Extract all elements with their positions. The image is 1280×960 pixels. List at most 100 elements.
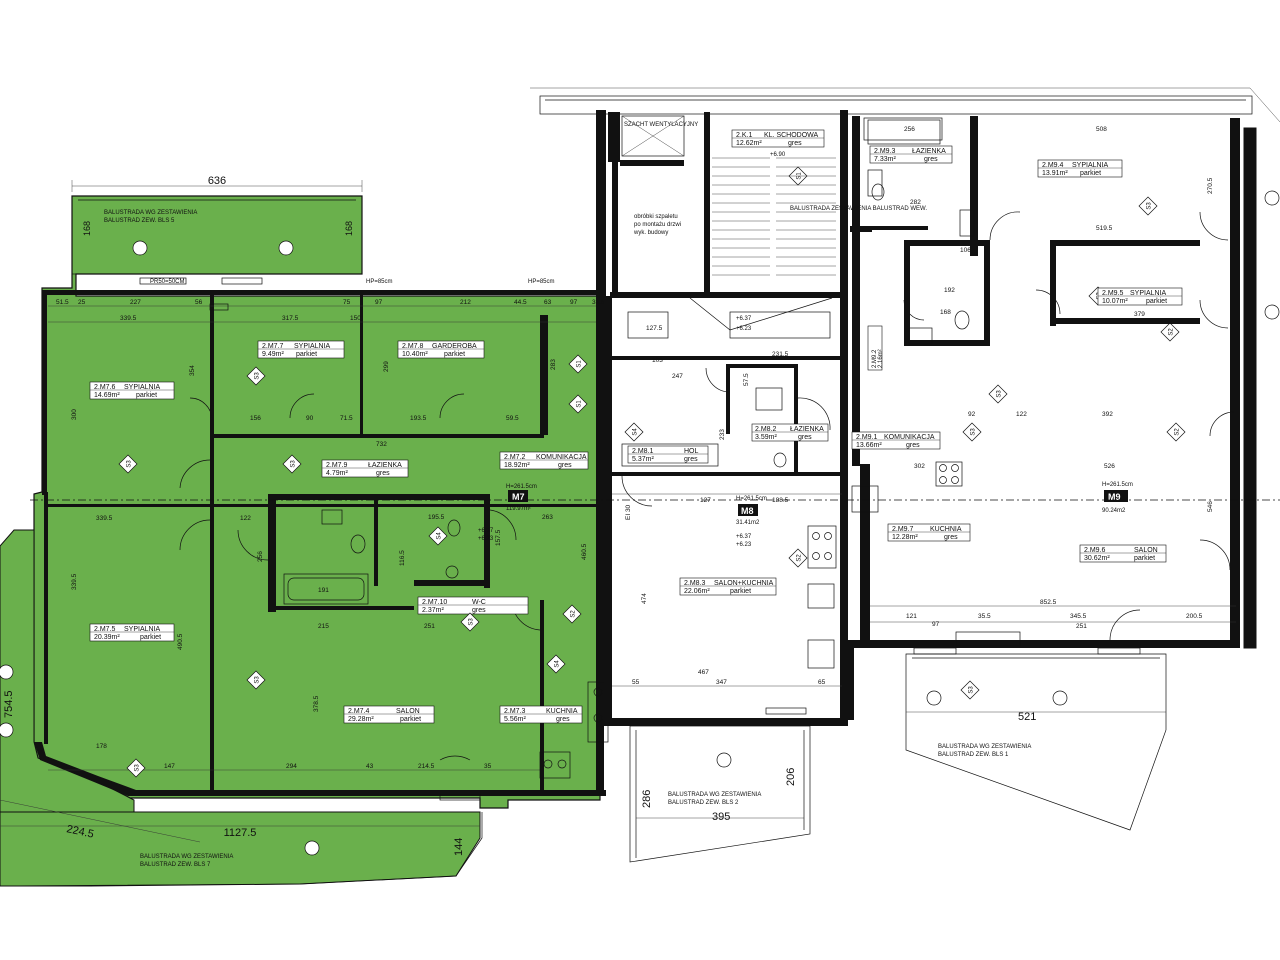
level-mark: +6.23 (478, 536, 494, 542)
level-mark: +6.37 (736, 316, 752, 322)
duct-note: obróbki szpaletu (634, 214, 678, 220)
room-id: 2.M7.9 (326, 462, 348, 469)
dim: 191 (318, 587, 329, 594)
dim: 90 (306, 415, 314, 422)
level-mark: +6.37 (478, 528, 494, 534)
unit-area: 119.97m² (506, 506, 531, 512)
room-area: 4.79m² (326, 470, 348, 477)
room-id: 2.M9.2 (872, 349, 878, 368)
room-area: 5.37m² (632, 456, 654, 463)
dim: 147 (164, 763, 175, 770)
dim: 97 (375, 299, 383, 306)
room-floor: gres (472, 607, 486, 614)
room-floor: parkiet (400, 716, 421, 723)
section-marker: S3 (1138, 196, 1158, 216)
dim: 33.5 (592, 299, 605, 306)
dim-bottom-depth: 144 (453, 838, 465, 856)
note-balcony-m9: BALUSTRADA WG ZESTAWIENIA (938, 744, 1031, 750)
room-id: 2.M9.4 (1042, 162, 1064, 169)
room-floor: gres (906, 442, 920, 449)
dim: 121 (906, 613, 917, 620)
dim: 35 (484, 763, 492, 770)
dim: 460.5 (581, 543, 588, 560)
dim: 51.5 (56, 299, 69, 306)
balcony-m9: 521 BALUSTRADA WG ZESTAWIENIA BALUSTRAD … (905, 190, 1280, 831)
room-area: 10.07m² (1102, 298, 1128, 305)
dim: 347 (716, 679, 727, 686)
room-floor: parkiet (1134, 555, 1155, 562)
dim: 339.5 (96, 515, 113, 522)
room-floor: gres (944, 534, 958, 541)
dim: 43 (366, 763, 374, 770)
room-area: 12.28m² (892, 534, 918, 541)
room-name: SYPIALNIA (1130, 290, 1167, 297)
room-floor: parkiet (136, 392, 157, 399)
room-floor: gres (798, 434, 812, 441)
dim: 97 (570, 299, 578, 306)
unit-area: 31.41m2 (736, 520, 760, 526)
dim-bottom-balcony: 224.5 (65, 823, 94, 840)
note-balcony-top-1: BALUSTRADA WG ZESTAWIENIA (104, 210, 197, 216)
dim: 392 (1102, 411, 1113, 418)
dim: 339.5 (120, 315, 137, 322)
svg-text:S3: S3 (1147, 202, 1153, 210)
room-id: 2.M9.5 (1102, 290, 1124, 297)
room-floor: gres (556, 716, 570, 723)
dim: 300 (71, 409, 78, 420)
room-id: 2.M7.2 (504, 454, 526, 461)
dim: 233 (719, 429, 726, 440)
room-area: 13.66m² (856, 442, 882, 449)
dim: 56 (195, 299, 203, 306)
dim: 339.5 (71, 573, 78, 590)
dim: 127 (700, 497, 711, 504)
dim: 192 (944, 287, 955, 294)
walls-m7 (34, 290, 606, 796)
dim-m8-balcony-left: 286 (641, 790, 653, 808)
dim: 122 (1016, 411, 1027, 418)
room-label-2-m7-8: 2.M7.8 GARDEROBA 10.40m² parkiet (397, 340, 485, 359)
axis-label: EI 30 (625, 504, 632, 520)
dim: 546 (1207, 501, 1214, 512)
section-marker: S3 (246, 366, 266, 386)
svg-text:S3: S3 (969, 686, 975, 694)
dim: 283 (550, 359, 557, 370)
dim: 526 (1104, 463, 1115, 470)
level-mark: +6.90 (770, 152, 786, 158)
svg-text:S1: S1 (577, 400, 583, 408)
balcony-m8: 395 286 206 BALUSTRADA WG ZESTAWIENIA BA… (629, 707, 811, 863)
unit-height: H=261.5cm (506, 484, 537, 490)
duct-note: po montażu drzwi (634, 222, 681, 228)
dim: 127.5 (646, 325, 663, 332)
dim-left-side: 754.5 (3, 690, 15, 718)
room-area: 5.56m² (504, 716, 526, 723)
level-mark: +6.23 (736, 326, 752, 332)
dim: 256 (257, 551, 264, 562)
section-marker: S3 (460, 612, 480, 632)
note-balcony-m9: BALUSTRAD ZEW. BLS 1 (938, 752, 1009, 758)
note-balcony-top-2: BALUSTRAD ZEW. BLS 5 (104, 218, 175, 224)
balcony-bottom-m7: 1127.5 224.5 144 BALUSTRADA WG ZESTAWIEN… (0, 664, 483, 887)
duct-note: wyk. budowy (633, 230, 668, 236)
room-floor: gres (376, 470, 390, 477)
room-id: 2.M8.2 (755, 426, 777, 433)
room-floor: gres (924, 156, 938, 163)
note-balcony-m8: BALUSTRADA WG ZESTAWIENIA (668, 792, 761, 798)
room-name: ŁAZIENKA (912, 148, 946, 155)
dim: 168 (940, 309, 951, 316)
room-floor: parkiet (1146, 298, 1167, 305)
section-marker: S3 (246, 670, 266, 690)
balcony-top-m7: 636 168 168 BALUSTRADA WG ZESTAWIENIA BA… (71, 175, 555, 285)
section-marker: S2 (788, 548, 808, 568)
section-markers: S3S3S3S3S3S1S1S2S4S4S4S2S1S3S3S3S3S2S2S3… (118, 166, 1186, 778)
dim: 490.5 (177, 633, 184, 650)
stair-rail-note: BALUSTRADA ZESTAWIENIA BALUSTRAD WEW. (790, 206, 927, 212)
svg-text:S4: S4 (555, 660, 561, 668)
room-area: 9.49m² (262, 351, 284, 358)
room-id: 2.M7.4 (348, 708, 370, 715)
dim: 188.5 (772, 497, 789, 504)
section-marker: S4 (624, 422, 644, 442)
room-name: SYPIALNIA (124, 384, 161, 391)
room-label-2-m7-3: 2.M7.3 KUCHNIA 5.56m² gres (499, 705, 583, 724)
room-name: KL. SCHODOWA (764, 132, 819, 139)
room-name: HOL (684, 448, 699, 455)
